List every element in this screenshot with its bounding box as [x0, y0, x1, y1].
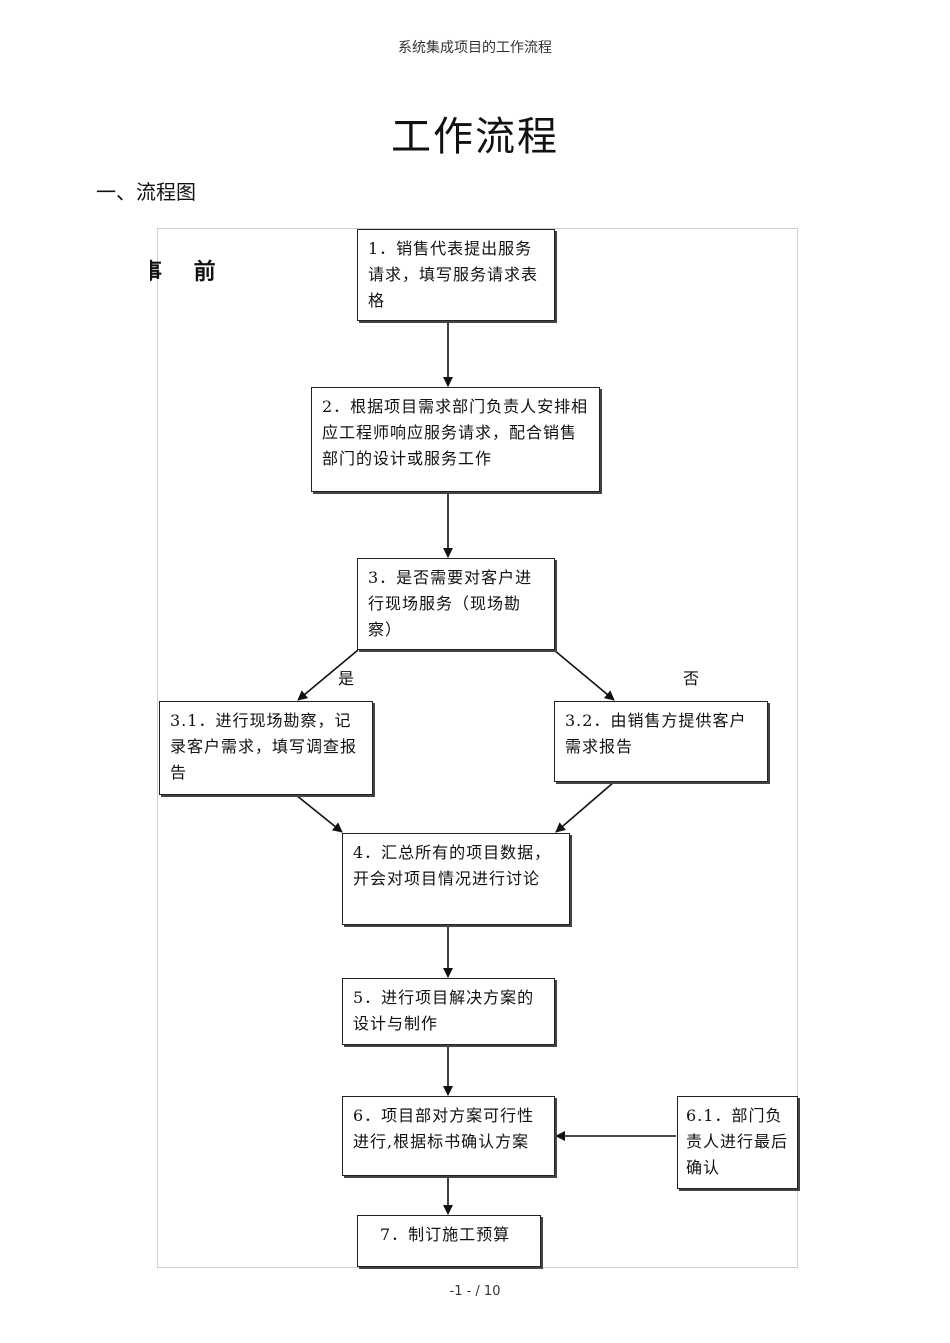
stage-label: 事 前 [150, 254, 216, 286]
running-header: 系统集成项目的工作流程 [398, 40, 552, 56]
step-2-box: 2．根据项目需求部门负责人安排相应工程师响应服务请求，配合销售部门的设计或服务工… [311, 387, 600, 492]
section-heading: 一、流程图 [96, 180, 196, 204]
step-5-box: 5．进行项目解决方案的设计与制作 [342, 978, 555, 1045]
branch-no-label: 否 [683, 669, 700, 688]
flowchart-frame [157, 228, 798, 1268]
step-6-1-box: 6.1．部门负责人进行最后确认 [677, 1096, 798, 1189]
step-4-box: 4．汇总所有的项目数据，开会对项目情况进行讨论 [342, 833, 570, 925]
branch-yes-label: 是 [338, 669, 355, 688]
step-6-box: 6．项目部对方案可行性进行,根据标书确认方案 [342, 1096, 555, 1176]
stage-label-partial: 事 [150, 260, 162, 285]
page-number: -1 - / 10 [449, 1284, 501, 1299]
step-3-2-box: 3.2．由销售方提供客户需求报告 [554, 701, 768, 782]
step-7-box: 7．制订施工预算 [357, 1215, 541, 1267]
page-title: 工作流程 [391, 114, 559, 160]
stage-label-text: 前 [193, 260, 216, 285]
step-1-box: 1．销售代表提出服务请求，填写服务请求表格 [357, 229, 555, 321]
step-3-1-box: 3.1．进行现场勘察，记录客户需求，填写调查报告 [159, 701, 373, 795]
step-3-box: 3．是否需要对客户进行现场服务（现场勘察） [357, 558, 555, 650]
